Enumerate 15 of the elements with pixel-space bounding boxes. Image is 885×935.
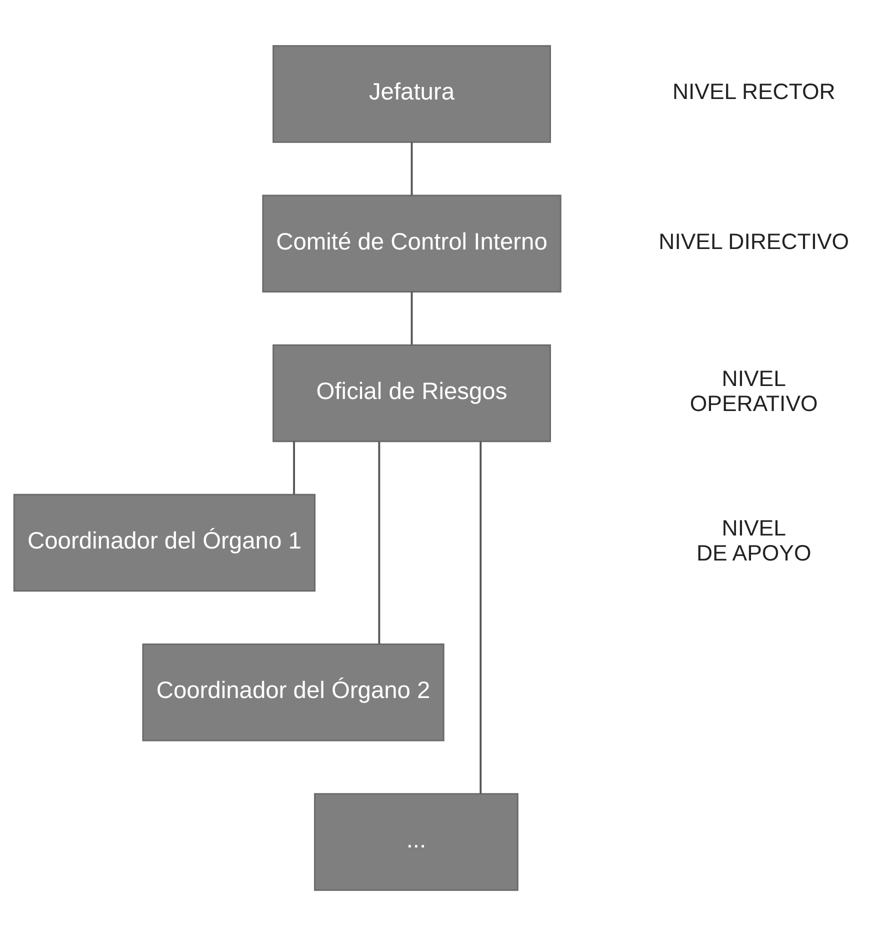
connector [410, 142, 413, 195]
label: NIVEL DIRECTIVO [658, 228, 850, 254]
node-box: Jefatura [272, 44, 551, 142]
connector [410, 291, 413, 344]
node-box: Coordinador del Órgano 1 [13, 493, 316, 592]
node-box: ... [314, 792, 518, 890]
connector [378, 441, 380, 644]
node-box: Comité de Control Interno [262, 194, 562, 292]
label: NIVEL OPERATIVO [690, 365, 818, 416]
connector [293, 440, 295, 494]
node-box: Coordinador del Órgano 2 [142, 643, 444, 741]
connector [480, 441, 482, 794]
label: NIVEL RECTOR [672, 78, 836, 104]
label: NIVEL DE APOYO [696, 514, 812, 566]
node-box: Oficial de Riesgos [272, 344, 551, 442]
